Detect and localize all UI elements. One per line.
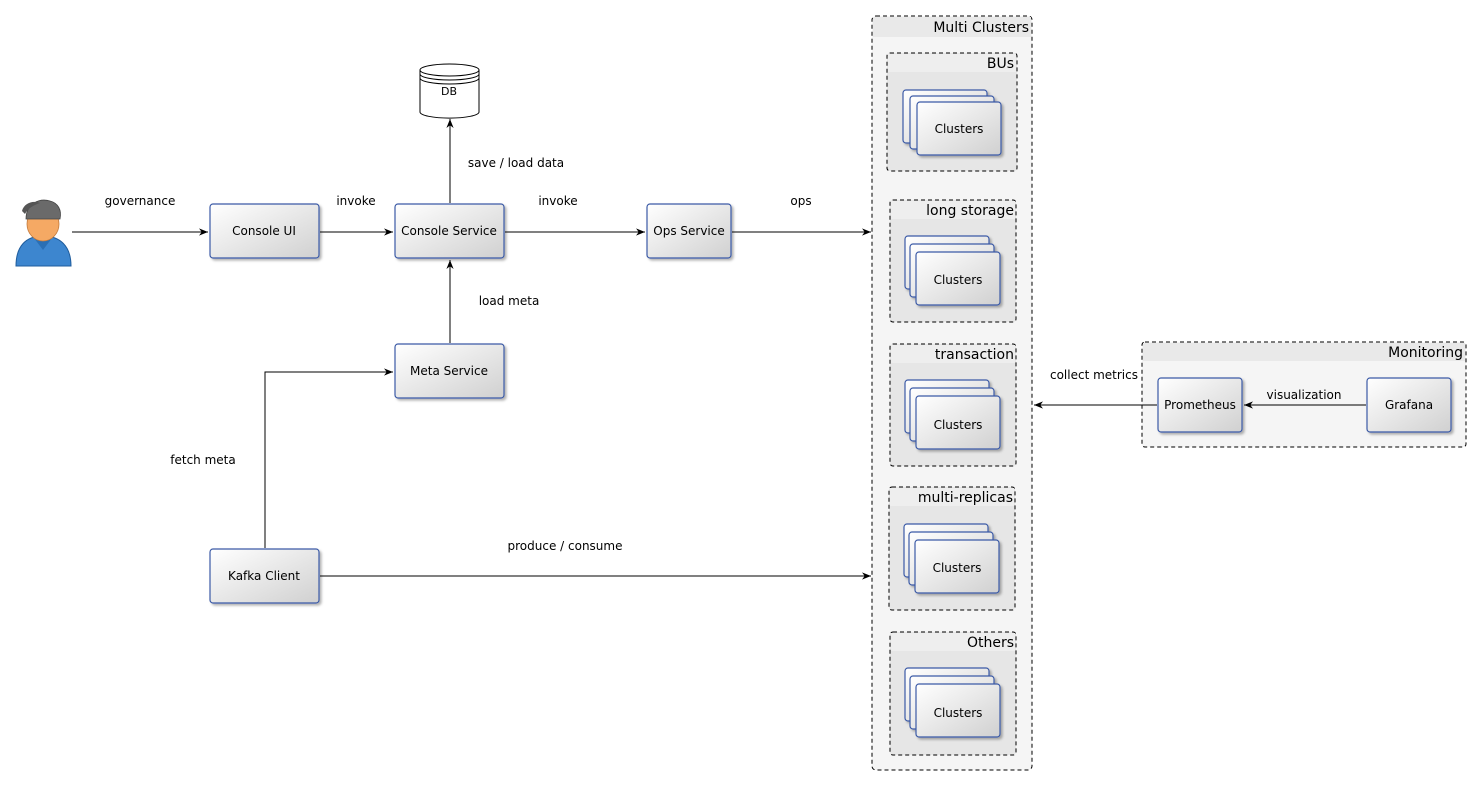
meta-service-label: Meta Service <box>410 364 488 378</box>
edge-kafka-client-meta-service <box>264 368 393 548</box>
grafana-node[interactable]: Grafana <box>1366 377 1452 433</box>
prometheus-node[interactable]: Prometheus <box>1157 377 1243 433</box>
edges <box>72 119 1366 580</box>
clusters-label: Clusters <box>934 706 983 720</box>
db-label: DB <box>441 85 457 98</box>
subgroup-title-multi-replicas: multi-replicas <box>918 490 1013 506</box>
monitoring-title: Monitoring <box>1388 345 1463 361</box>
subgroup-transaction: transaction Clusters <box>889 343 1017 467</box>
ops-service-label: Ops Service <box>653 224 724 238</box>
subgroup-others: Others Clusters <box>889 631 1017 756</box>
edge-labels: governance invoke invoke ops save / load… <box>105 156 1342 553</box>
clusters-stack <box>903 523 1000 594</box>
clusters-stack <box>904 379 1001 450</box>
edge-label-fetch-meta: fetch meta <box>170 453 235 467</box>
clusters-label: Clusters <box>935 122 984 136</box>
database-cylinder-icon[interactable]: DB <box>419 63 480 119</box>
subgroup-title-others: Others <box>967 635 1014 651</box>
subgroup-bus: BUs Clusters <box>886 52 1018 172</box>
multi-clusters-group: Multi Clusters BUs Clusters long storage <box>871 15 1033 771</box>
grafana-label: Grafana <box>1385 398 1433 412</box>
edge-label-invoke-2: invoke <box>538 194 577 208</box>
edge-label-governance: governance <box>105 194 176 208</box>
edge-label-load-meta: load meta <box>479 294 540 308</box>
multi-clusters-title: Multi Clusters <box>933 20 1029 36</box>
edge-label-produce-consume: produce / consume <box>508 539 623 553</box>
kafka-client-label: Kafka Client <box>228 569 300 583</box>
user-avatar-icon <box>15 199 72 267</box>
subgroup-title-long-storage: long storage <box>926 203 1014 219</box>
console-service-node[interactable]: Console Service <box>394 203 505 259</box>
prometheus-label: Prometheus <box>1164 398 1236 412</box>
subgroup-long-storage: long storage Clusters <box>889 199 1017 323</box>
subgroup-title-transaction: transaction <box>935 347 1014 363</box>
clusters-stack <box>904 667 1001 738</box>
subgroup-title-bus: BUs <box>987 56 1014 72</box>
console-service-label: Console Service <box>401 224 497 238</box>
console-ui-node[interactable]: Console UI <box>209 203 320 259</box>
clusters-label: Clusters <box>934 273 983 287</box>
edge-label-collect-metrics: collect metrics <box>1050 368 1138 382</box>
console-ui-label: Console UI <box>232 224 296 238</box>
edge-label-invoke-1: invoke <box>336 194 375 208</box>
edge-label-ops: ops <box>790 194 811 208</box>
clusters-label: Clusters <box>934 418 983 432</box>
kafka-client-node[interactable]: Kafka Client <box>209 548 320 604</box>
ops-service-node[interactable]: Ops Service <box>646 203 732 259</box>
meta-service-node[interactable]: Meta Service <box>394 343 505 399</box>
edge-label-visualization: visualization <box>1267 388 1342 402</box>
clusters-stack <box>904 235 1001 306</box>
edge-label-save-load: save / load data <box>468 156 564 170</box>
clusters-label: Clusters <box>933 561 982 575</box>
subgroup-multi-replicas: multi-replicas Clusters <box>888 486 1016 611</box>
